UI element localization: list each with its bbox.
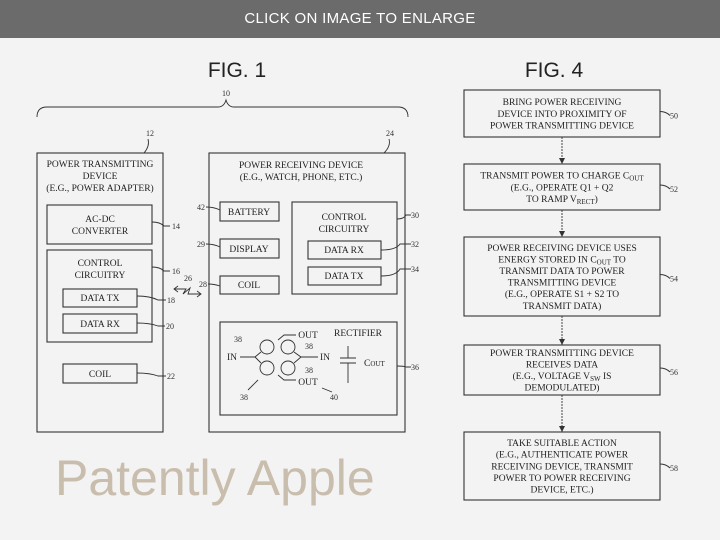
- flow-step-text: POWER TRANSMITTING DEVICE: [490, 121, 634, 131]
- battery-label: BATTERY: [228, 208, 270, 218]
- flow-step-text: DEMODULATED): [525, 383, 600, 394]
- rx-control-label: CIRCUITRY: [319, 225, 370, 235]
- flow-step-text: BRING POWER RECEIVING: [503, 98, 622, 108]
- flow-ref-leader: [660, 464, 670, 468]
- fig4-title: FIG. 4: [525, 59, 584, 82]
- tx-control-label: CIRCUITRY: [75, 271, 126, 281]
- ref-24: 24: [386, 129, 394, 138]
- ref-38: 38: [305, 342, 313, 351]
- ref-40: 40: [330, 393, 338, 402]
- tx-control-label: CONTROL: [78, 259, 123, 269]
- ref-26: 26: [184, 274, 192, 283]
- tx-coil-label: COIL: [89, 370, 111, 380]
- ref-38: 38: [305, 366, 313, 375]
- ref-38: 38: [234, 335, 242, 344]
- flow-step-text: (E.G., OPERATE Q1 + Q2: [511, 182, 614, 193]
- ref-32: 32: [411, 240, 419, 249]
- flow-step-text: ENERGY STORED IN COUT TO: [498, 255, 626, 266]
- ref-34: 34: [411, 265, 419, 274]
- flowchart: BRING POWER RECEIVING DEVICE INTO PROXIMI…: [464, 90, 678, 500]
- receiver-subtitle: (E.G., WATCH, PHONE, ETC.): [240, 172, 363, 183]
- acdc-label: CONVERTER: [72, 227, 129, 237]
- arrowhead-icon: [559, 426, 565, 432]
- system-brace: [37, 100, 408, 117]
- acdc-label: AC-DC: [85, 215, 115, 225]
- flow-step-ref: 54: [670, 275, 678, 284]
- flow-step-ref: 58: [670, 464, 678, 473]
- flow-step-text: TRANSMIT DATA): [523, 301, 602, 312]
- tx-data-rx-label: DATA RX: [80, 320, 120, 330]
- out-top-label: OUT: [298, 331, 318, 341]
- flow-ref-leader: [660, 275, 670, 279]
- ref-20: 20: [166, 322, 174, 331]
- rx-control-label: CONTROL: [322, 213, 367, 223]
- tx-data-tx-label: DATA TX: [81, 294, 120, 304]
- ref-42: 42: [197, 203, 205, 212]
- flow-ref-leader: [660, 368, 670, 372]
- flow-step-text: TRANSMIT POWER TO CHARGE COUT: [480, 172, 644, 183]
- ref-22: 22: [167, 372, 175, 381]
- rx-coil-label: COIL: [238, 281, 260, 291]
- fig1-title: FIG. 1: [208, 59, 266, 82]
- flow-step-text: TAKE SUITABLE ACTION: [507, 439, 617, 449]
- flow-step-ref: 56: [670, 368, 678, 377]
- flow-ref-leader: [660, 185, 670, 189]
- out-bottom-label: OUT: [298, 378, 318, 388]
- rx-data-rx-label: DATA RX: [324, 246, 364, 256]
- receiver-title: POWER RECEIVING DEVICE: [239, 161, 363, 171]
- flow-step-text: RECEIVES DATA: [526, 361, 598, 371]
- power-transmitting-device: 12 POWER TRANSMITTING DEVICE (E.G., POWE…: [37, 129, 180, 432]
- watermark-logo: Patently Apple: [55, 450, 375, 506]
- cout-label: COUT: [364, 359, 385, 369]
- in-right-label: IN: [320, 353, 330, 363]
- flow-step-text: RECEIVING DEVICE, TRANSMIT: [491, 462, 633, 472]
- ref-29: 29: [197, 240, 205, 249]
- rx-data-tx-label: DATA TX: [325, 272, 364, 282]
- arrowhead-icon: [559, 231, 565, 237]
- ref-36: 36: [411, 363, 419, 372]
- flow-step-text: (E.G., VOLTAGE VSW IS: [513, 371, 612, 383]
- wireless-link-arrow: 26: [174, 274, 201, 297]
- flow-step-text: TO RAMP VRECT): [526, 194, 598, 206]
- flow-step-text: POWER RECEIVING DEVICE USES: [487, 244, 637, 254]
- flow-step-text: POWER TRANSMITTING DEVICE: [490, 349, 634, 359]
- ref-30: 30: [411, 211, 419, 220]
- ref-38: 38: [240, 393, 248, 402]
- diode-bridge: IN IN OUT OUT 38 38 38 38 40: [227, 331, 338, 402]
- flow-step-ref: 50: [670, 112, 678, 121]
- display-label: DISPLAY: [229, 245, 268, 255]
- arrowhead-icon: [559, 158, 565, 164]
- flow-step-text: TRANSMIT DATA TO POWER: [499, 267, 625, 277]
- flow-step-text: POWER TO POWER RECEIVING: [493, 474, 630, 484]
- power-receiving-device: 24 POWER RECEIVING DEVICE (E.G., WATCH, …: [197, 129, 419, 432]
- flow-step-text: TRANSMITTING DEVICE: [508, 279, 617, 289]
- flow-step-text: DEVICE, ETC.): [530, 485, 593, 496]
- ref-16: 16: [172, 267, 180, 276]
- ref-12: 12: [146, 129, 154, 138]
- transmitter-title: POWER TRANSMITTING: [47, 160, 154, 170]
- flow-step-text: DEVICE INTO PROXIMITY OF: [497, 110, 626, 120]
- flow-step-text: (E.G., AUTHENTICATE POWER: [496, 450, 629, 461]
- transmitter-title: DEVICE: [83, 172, 118, 182]
- flow-step-text: (E.G., OPERATE S1 + S2 TO: [505, 289, 619, 300]
- transmitter-subtitle: (E.G., POWER ADAPTER): [46, 183, 153, 194]
- ref-14: 14: [172, 222, 180, 231]
- flow-ref-leader: [660, 112, 670, 116]
- arrowhead-icon: [559, 339, 565, 345]
- rectifier-label: RECTIFIER: [334, 329, 383, 339]
- ref-18: 18: [167, 296, 175, 305]
- in-left-label: IN: [227, 353, 237, 363]
- ref-28: 28: [199, 280, 207, 289]
- output-capacitor: COUT: [340, 346, 385, 383]
- ref-10: 10: [222, 89, 230, 98]
- flow-step-ref: 52: [670, 185, 678, 194]
